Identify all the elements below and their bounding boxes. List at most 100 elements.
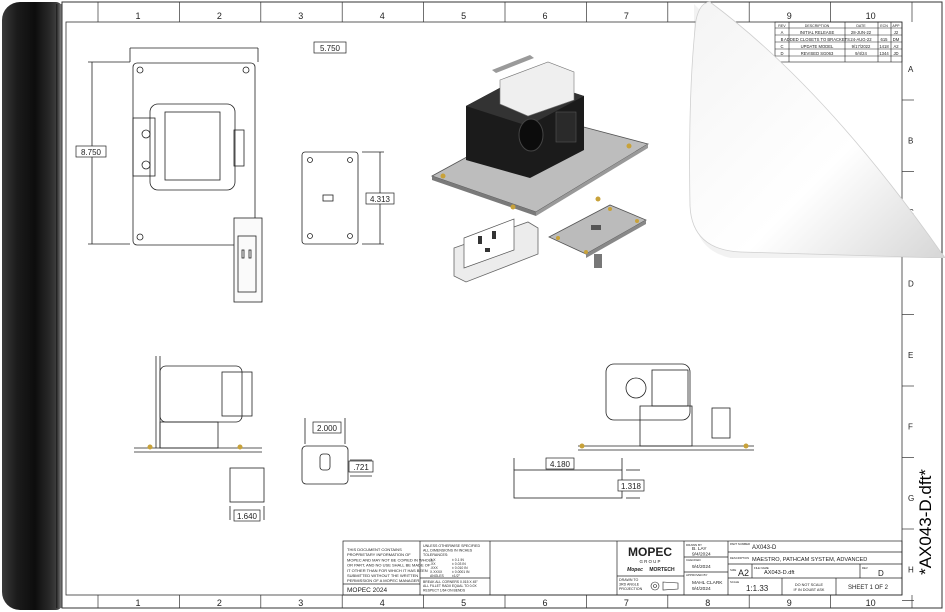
rev-header: DATE (856, 24, 866, 28)
dim-right-height: 1.318 (621, 482, 642, 491)
zone-row-B: B (908, 137, 913, 146)
part-number: AX043-D (752, 545, 777, 551)
zone-col-top-6: 6 (542, 11, 547, 21)
projection-note: 3RD ANGLE (619, 583, 640, 587)
tolerance-key: X.X (430, 558, 436, 562)
dim-box-right-width (545, 457, 575, 470)
side-view-left (134, 356, 265, 520)
side-view-right (513, 363, 754, 499)
zone-col-top-4: 4 (380, 11, 385, 21)
zone-grid: 11223344556677889910101111ABCDEFGH (97, 2, 914, 608)
rev-cell: A (781, 30, 784, 35)
rev-header: ECN (880, 24, 888, 28)
zone-col-bottom-2: 2 (217, 598, 222, 608)
drawn-date: 9/4/2024 (692, 552, 711, 558)
rev-header: REV (778, 24, 786, 28)
tolerance-value: ± 0.0001 IN (452, 570, 470, 574)
tolerance-note: ALL DIMENSIONS IN INCHES (423, 549, 473, 553)
dim-box-plate-height (365, 192, 395, 205)
dim-top-width: 5.750 (320, 44, 341, 53)
dim-top-height: 8.750 (81, 148, 102, 157)
revision-table (774, 21, 903, 63)
dim-box-right-height (617, 479, 645, 492)
rev-cell: C (780, 44, 783, 49)
zone-col-bottom-5: 5 (461, 598, 466, 608)
zone-row-E: E (908, 351, 913, 360)
proprietary-notice: SUBMITTED WITHOUT THE WRITTEN (347, 573, 418, 578)
zone-col-bottom-8: 8 (705, 598, 710, 608)
rev-cell: REVISED SG063 (801, 51, 834, 56)
binder-spine (2, 2, 62, 610)
zone-col-bottom-3: 3 (298, 598, 303, 608)
dim-box-bottom-width (233, 509, 261, 522)
zone-col-top-3: 3 (298, 11, 303, 21)
proprietary-notice: IT OTHER THAN FOR WHICH IT HAS BEEN (347, 568, 428, 573)
rev-cell: 1418 (879, 44, 889, 49)
dim-bottom-width: 1.640 (237, 512, 258, 521)
zone-row-G: G (908, 494, 914, 503)
rev-cell: D (780, 51, 783, 56)
proprietary-notice: PROPRIETARY INFORMATION OF (347, 552, 411, 557)
tolerance-key: .XXX (430, 566, 438, 570)
mopec-logo-group: G R O U P (640, 559, 661, 564)
rev-cell: INITIAL RELEASE (800, 30, 835, 35)
tolerance-key: ANGLES (430, 574, 444, 578)
tolerance-key: .XX (430, 562, 436, 566)
rev-cell: ADDED CLOSETS TO BRACKETS (784, 37, 850, 42)
zone-col-top-7: 7 (624, 11, 629, 21)
zone-col-top-10: 10 (866, 11, 876, 21)
file-label-vertical: *AX043-D.dft* (916, 469, 935, 575)
projection-note: DRAWN TO (619, 578, 639, 582)
proprietary-notice: THIS DOCUMENT CONTAINS (347, 547, 402, 552)
zone-col-bottom-9: 9 (787, 598, 792, 608)
dim-side-width: 2.000 (317, 424, 338, 433)
sheet-size: A2 (738, 568, 749, 578)
rev-header: APP (892, 24, 900, 28)
tolerance-value: ± 0.03 IN (452, 562, 466, 566)
dim-box-top-height (75, 145, 107, 158)
zone-row-F: F (908, 423, 913, 432)
drawn-by-label: DRAWN BY (686, 543, 702, 547)
dim-plate-height: 4.313 (370, 195, 391, 204)
zone-col-bottom-6: 6 (542, 598, 547, 608)
dim-side-height: .721 (353, 463, 369, 472)
rev-cell: 615 (881, 37, 889, 42)
description-label: DESCRIPTION (730, 556, 749, 560)
zone-row-H: H (908, 566, 914, 575)
approved-label: APPROVED BY (686, 573, 708, 577)
end-view (301, 418, 372, 485)
rev-cell: JD (893, 51, 898, 56)
zone-col-top-1: 1 (135, 11, 140, 21)
binder-edge (56, 4, 62, 608)
zone-col-top-9: 9 (787, 11, 792, 21)
tolerance-value: ±1/2° (452, 574, 461, 578)
scale-value: 1:1.33 (746, 584, 769, 593)
rev-cell: UPDATE MODEL (801, 44, 834, 49)
edge-note: RESPECT 1/64 ON BENDS (423, 588, 466, 592)
edge-note: BREAK ALL CORNERS 0.015 X 45° (423, 580, 478, 584)
rev-cell: 24-AUG-22 (850, 37, 872, 42)
checked-date: 9/4/2024 (692, 564, 711, 570)
dim-box-top-width (313, 41, 347, 54)
dim-box-side-width (312, 421, 342, 434)
mopec-logo: MOPEC (628, 545, 672, 559)
description: MAESTRO, PATHCAM SYSTEM, ADVANCED (752, 557, 867, 563)
rev-cell: 28-JUN-22 (851, 30, 872, 35)
rev-cell: B (781, 37, 784, 42)
company-year: MOPEC 2024 (347, 587, 387, 594)
zone-col-bottom-4: 4 (380, 598, 385, 608)
zone-col-bottom-7: 7 (624, 598, 629, 608)
tolerance-note: UNLESS OTHERWISE SPECIFIED (423, 544, 480, 548)
rev-header: DESCRIPTION (805, 24, 830, 28)
zone-col-top-5: 5 (461, 11, 466, 21)
zone-col-top-2: 2 (217, 11, 222, 21)
revision-table-text: REV DESCRIPTION DATE ECN APP A INITIAL RELEASE… (778, 24, 900, 56)
approved-date: 9/4/2024 (692, 586, 711, 592)
tolerance-value: ± 0.010 IN (452, 566, 468, 570)
zone-col-bottom-1: 1 (135, 598, 140, 608)
sheet-number: SHEET 1 OF 2 (848, 585, 889, 591)
zone-row-A: A (908, 65, 914, 74)
rev-label: REV (862, 566, 868, 570)
rev-cell: J2 (894, 30, 899, 35)
